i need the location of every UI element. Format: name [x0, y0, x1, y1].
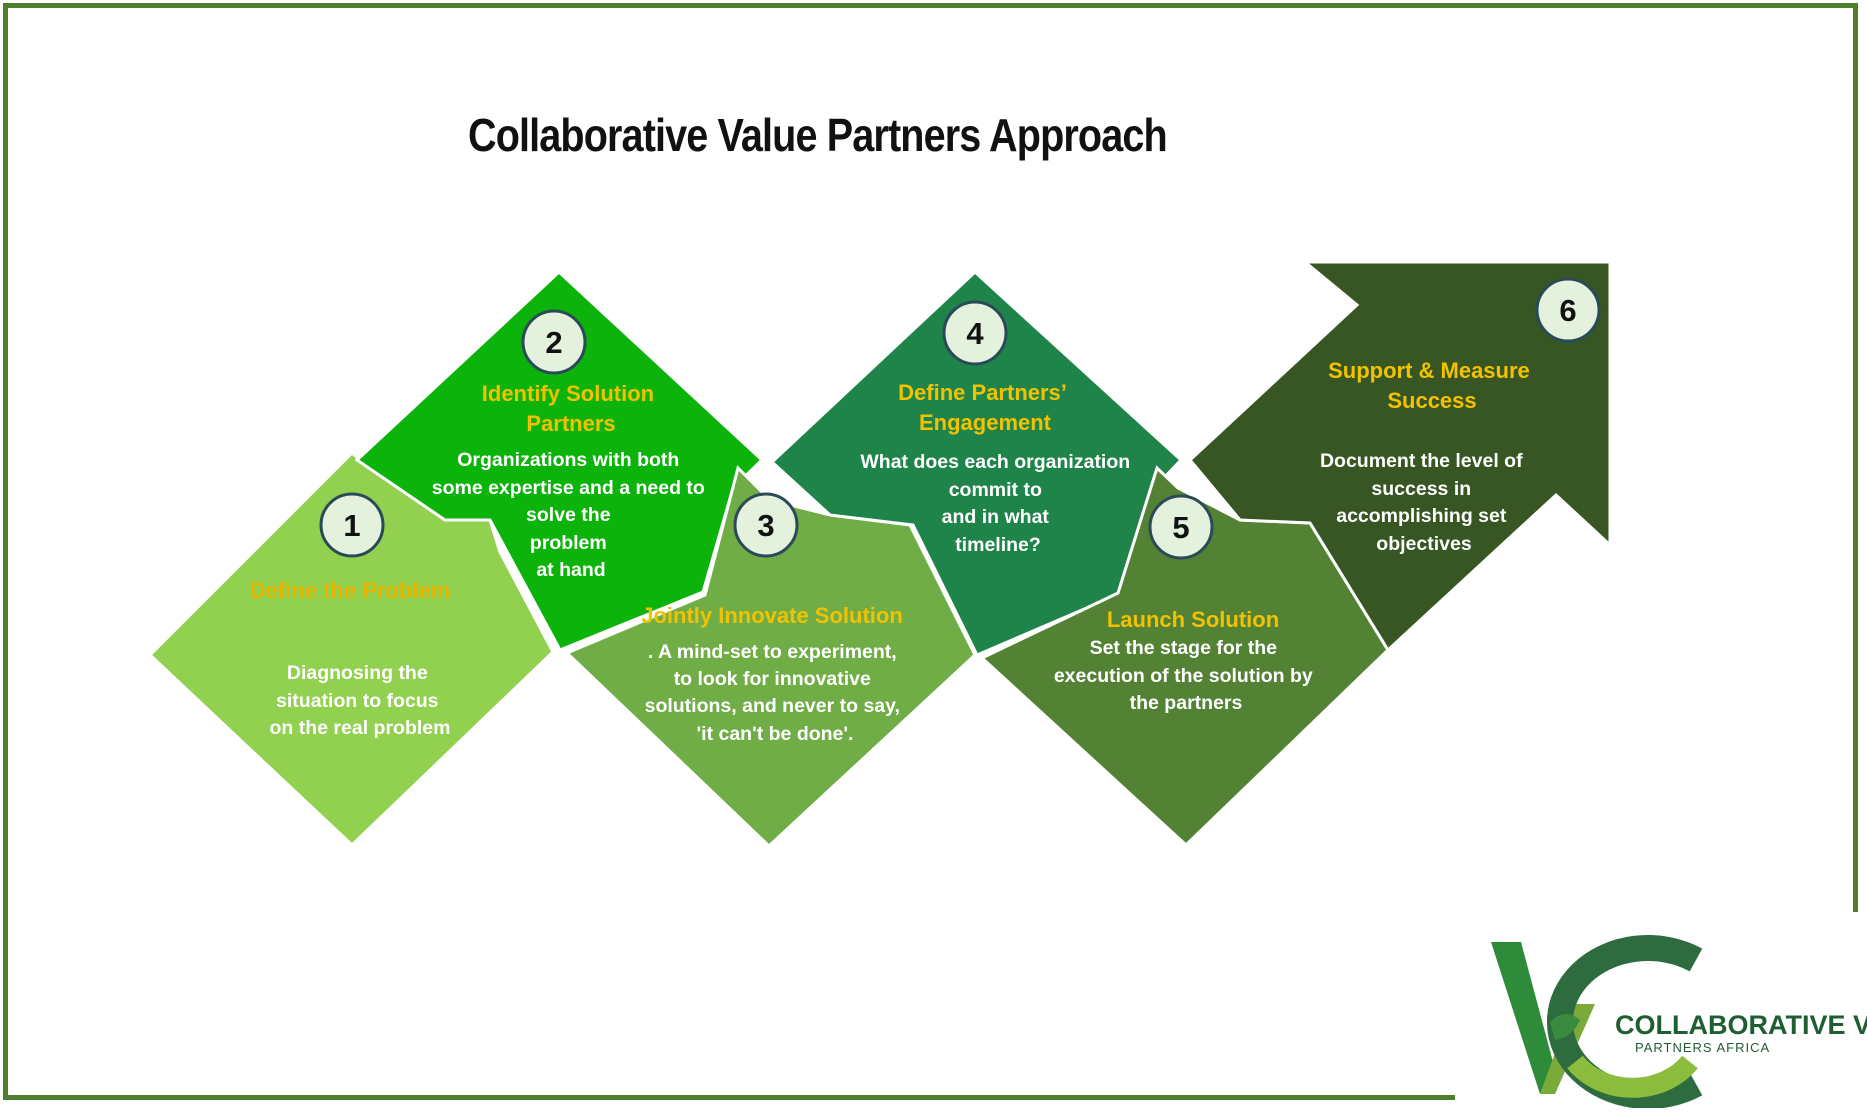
- step-5-badge: 5: [1148, 494, 1214, 560]
- step-5-number: 5: [1172, 510, 1189, 545]
- step-6-shape: [1187, 260, 1612, 653]
- logo-c-arc-inner: [1567, 1055, 1698, 1098]
- step-3-desc: . A mind-set to experiment, to look for …: [645, 641, 906, 745]
- step-6-desc: Document the level of success in accompl…: [1320, 450, 1528, 555]
- logo-graphic: COLLABORATIVE VALUE PARTNERS AFRICA: [1491, 935, 1867, 1109]
- step-6-title: Support & Measure Success: [1328, 358, 1536, 413]
- step-4-number: 4: [966, 316, 984, 351]
- logo-v-left-shape: [1491, 942, 1553, 1094]
- step-6-badge: 6: [1535, 277, 1601, 343]
- step-2-desc: Organizations with both some expertise a…: [432, 449, 711, 581]
- diagram-frame: [3, 3, 1858, 1100]
- step-2-title: Identify Solution Partners: [482, 381, 660, 436]
- step-4-badge: 4: [942, 300, 1008, 366]
- step-3-badge: 3: [733, 492, 799, 558]
- step-2-shape: [354, 269, 765, 652]
- step-1-desc: Diagnosing the situation to focus on the…: [270, 662, 451, 739]
- step-3-number: 3: [757, 508, 774, 543]
- diagram-title: Collaborative Value Partners Approach: [468, 109, 1168, 161]
- logo-hands-shape: [1550, 1013, 1580, 1040]
- logo-name: COLLABORATIVE VALUE: [1615, 1010, 1867, 1040]
- step-4-desc: What does each organization commit to an…: [860, 451, 1135, 556]
- step-2-badge: 2: [521, 309, 587, 375]
- step-5-title: Launch Solution: [1107, 607, 1279, 632]
- step-1-number: 1: [343, 508, 360, 543]
- logo-subtitle: PARTNERS AFRICA: [1635, 1040, 1770, 1055]
- company-logo: COLLABORATIVE VALUE PARTNERS AFRICA: [1455, 912, 1867, 1109]
- step-6-number: 6: [1559, 293, 1576, 328]
- step-3-title: Jointly Innovate Solution: [641, 603, 903, 628]
- step-5-desc: Set the stage for the execution of the s…: [1054, 637, 1318, 714]
- step-1-badge: 1: [319, 492, 385, 558]
- step-4-title: Define Partners’ Engagement: [898, 380, 1072, 435]
- step-2-number: 2: [545, 325, 562, 360]
- step-1-title: Define the Problem: [250, 578, 450, 603]
